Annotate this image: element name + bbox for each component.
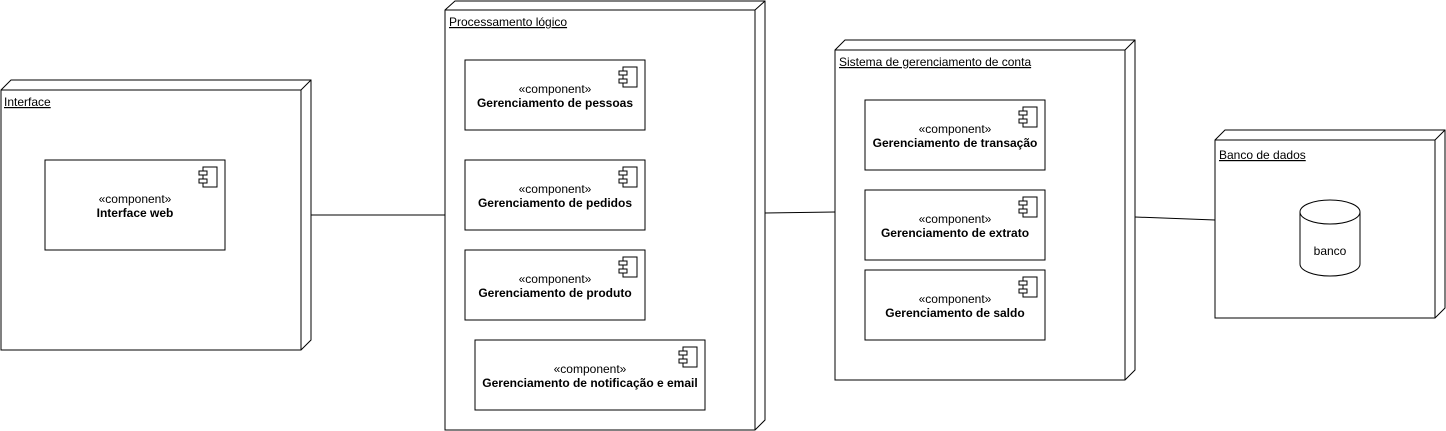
component-name: Gerenciamento de transação (873, 136, 1038, 150)
component-stereotype: «component» (99, 192, 172, 206)
component-gerenciamento-produto[interactable]: «component» Gerenciamento de produto (464, 249, 646, 321)
connector-conta-banco (1134, 216, 1216, 221)
component-icon (618, 66, 638, 88)
component-name: Gerenciamento de pedidos (478, 196, 632, 210)
node-processamento-logico[interactable]: Processamento lógico «component» Gerenci… (444, 0, 766, 431)
node-banco-de-dados[interactable]: Banco de dados banco (1214, 129, 1446, 319)
node-interface[interactable]: Interface «component» Interface web (0, 79, 312, 351)
database-cylinder[interactable]: banco (1299, 199, 1361, 277)
component-gerenciamento-transacao[interactable]: «component» Gerenciamento de transação (864, 99, 1046, 171)
component-icon (1018, 106, 1038, 128)
database-label: banco (1314, 244, 1347, 258)
node-conta-title: Sistema de gerenciamento de conta (839, 55, 1031, 69)
node-processamento-title: Processamento lógico (449, 15, 567, 29)
component-gerenciamento-notificacao-email[interactable]: «component» Gerenciamento de notificação… (474, 339, 706, 411)
component-name: Gerenciamento de notificação e email (482, 376, 697, 390)
component-gerenciamento-saldo[interactable]: «component» Gerenciamento de saldo (864, 269, 1046, 341)
component-icon (198, 166, 218, 188)
node-banco-title: Banco de dados (1219, 148, 1306, 162)
component-stereotype: «component» (919, 292, 992, 306)
component-icon (618, 256, 638, 278)
component-name: Gerenciamento de saldo (885, 306, 1024, 320)
component-gerenciamento-pessoas[interactable]: «component» Gerenciamento de pessoas (464, 59, 646, 131)
component-name: Gerenciamento de produto (478, 286, 631, 300)
component-stereotype: «component» (519, 272, 592, 286)
component-stereotype: «component» (919, 122, 992, 136)
component-stereotype: «component» (554, 362, 627, 376)
component-gerenciamento-pedidos[interactable]: «component» Gerenciamento de pedidos (464, 159, 646, 231)
component-name: Gerenciamento de pessoas (477, 96, 633, 110)
component-icon (1018, 196, 1038, 218)
component-icon (678, 346, 698, 368)
component-icon (1018, 276, 1038, 298)
node-sistema-conta[interactable]: Sistema de gerenciamento de conta «compo… (834, 39, 1136, 381)
component-stereotype: «component» (519, 82, 592, 96)
component-interface-web[interactable]: «component» Interface web (44, 159, 226, 251)
connector-processamento-conta (764, 211, 836, 214)
component-icon (618, 166, 638, 188)
component-name: Interface web (97, 206, 174, 220)
component-stereotype: «component» (519, 182, 592, 196)
component-gerenciamento-extrato[interactable]: «component» Gerenciamento de extrato (864, 189, 1046, 261)
node-interface-title: Interface (4, 95, 51, 109)
component-name: Gerenciamento de extrato (881, 226, 1029, 240)
component-stereotype: «component» (919, 212, 992, 226)
